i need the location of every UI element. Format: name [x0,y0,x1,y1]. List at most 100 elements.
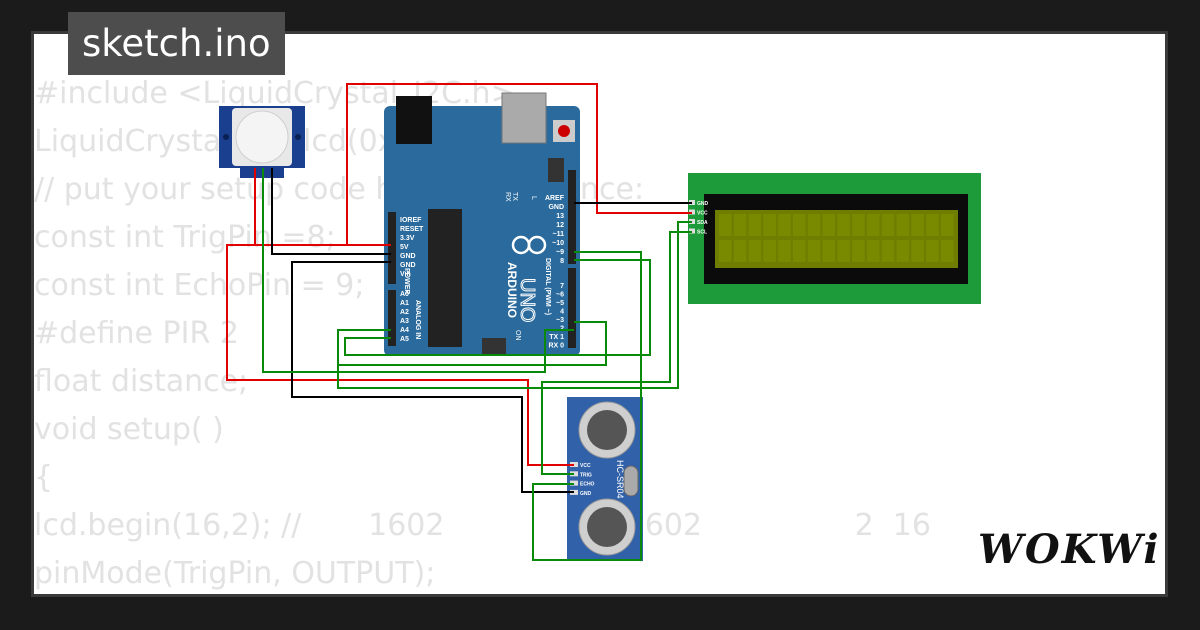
code-line: const int TrigPin =8; [34,220,336,255]
lcd-cells [719,214,954,262]
wire-red-pir-vcc [254,168,391,246]
wire-black-gnd-us [291,261,574,493]
code-line: #define PIR 2 [34,316,239,351]
wires [226,83,692,561]
digital-pin-label: ~6 [556,292,564,299]
analog-pin-label: A0 [400,291,409,298]
lcd-pin-label: SCL [697,230,707,236]
digital-pin-label: ~11 [553,231,565,238]
lcd-char-cell [911,240,924,262]
hcsr04-pin-label: TRIG [580,472,592,478]
analog-header [388,290,396,346]
analog-header-label: ANALOG IN [414,300,421,339]
lcd-char-cell [911,214,924,236]
digital-pin-label: 8 [560,258,564,265]
power-pin-label: GND [400,253,416,260]
hcsr04-model: HC-SR04 [615,460,625,499]
lcd-char-cell [896,240,910,262]
lcd-char-cell [793,240,806,262]
code-line: const int EchoPin = 9; [34,268,365,303]
arduino-logo-icon [511,235,547,255]
wire-red-lcd-vcc [346,83,692,245]
analog-pin-label: A3 [400,318,409,325]
file-tab[interactable]: sketch.ino [68,12,285,75]
code-line: void setup( ) [34,412,224,447]
digital-pin-label: ~5 [556,300,564,307]
digital-pin-label: 4 [560,309,564,316]
arduino-brand: ARDUINO [505,262,519,318]
icsp-header [482,158,564,354]
digital-pin-label: 7 [560,283,564,290]
rx-label: RX [504,192,511,202]
lcd-char-cell [852,240,865,262]
code-line: lcd.begin(16,2); // 1602 1602 2 16 [34,508,931,543]
power-header-label: POWER [403,268,410,294]
digital-pin-label: ~9 [556,249,564,256]
lcd-char-cell [778,240,791,262]
digital-pin-label: 12 [556,222,564,229]
transducer-mesh-icon [587,410,627,450]
lcd-char-cell [793,214,806,236]
lcd-char-cell [896,214,910,236]
hcsr04-pin-label: GND [580,491,592,497]
power-pin-label: 3.3V [400,235,415,242]
lcd-pin-label: GND [697,201,709,207]
lcd-char-cell [837,214,850,236]
analog-pin-label: A4 [400,327,409,334]
lcd-char-cell [822,240,836,262]
ultrasonic-sensor[interactable]: HC-SR04 VCC TRIG ECHO GND [567,397,643,561]
transducer-mesh-icon [587,507,627,547]
wire-green-sda [337,221,692,389]
lcd-char-cell [822,214,836,236]
lcd-char-cell [733,214,747,236]
lcd-char-cell [719,214,732,236]
analog-pin-label: A5 [400,336,409,343]
lcd-char-cell [881,214,895,236]
lcd-char-cell [748,240,762,262]
lcd-char-cell [941,214,954,236]
wire-black-pir-gnd [271,168,391,255]
reset-button-cap [558,125,570,137]
digital-header-bottom [568,268,576,348]
wire-green-d2 [338,321,607,366]
arduino-uno[interactable]: ARDUINO UNO POWER ANALOG IN DIGITAL (PWM… [384,92,580,356]
lcd-char-cell [807,240,821,262]
code-line: { [34,460,54,495]
lcd-char-cell [748,214,762,236]
analog-pin-label: A1 [400,300,409,307]
wire-green-trig [344,259,651,356]
file-tab-label: sketch.ino [82,22,271,65]
crystal-oscillator [623,465,639,497]
lcd-module[interactable]: GND VCC SDA SCL [688,173,981,304]
hcsr04-pin-label: VCC [580,463,591,469]
lcd-char-cell [852,214,865,236]
led-l-label: L [530,196,537,200]
digital-pin-label: RX 0 [548,343,564,350]
pir-mount-hole [223,134,229,140]
power-jack [396,96,432,144]
power-pin-label: 5V [400,244,409,251]
hcsr04-pin-label: ECHO [580,482,595,488]
lcd-pin-label: SDA [697,220,708,226]
lcd-char-cell [778,214,791,236]
lcd-char-cell [807,214,821,236]
lcd-char-cell [733,240,747,262]
lcd-pin-label: VCC [697,211,708,217]
digital-pin-label: TX 1 [549,334,564,341]
on-label: ON [514,330,521,341]
pir-sensor[interactable]: + D - [219,106,305,178]
digital-pin-label: GND [548,204,564,211]
tx-label: TX [511,192,518,201]
power-pin-label: IOREF [400,217,422,224]
wire-red-5v-loop [226,244,574,466]
usb-port [501,92,547,144]
digital-pin-label: ~10 [552,240,564,247]
lcd-char-cell [881,240,895,262]
lcd-char-cell [837,240,850,262]
lcd-char-cell [763,240,776,262]
pir-mount-hole [295,134,301,140]
